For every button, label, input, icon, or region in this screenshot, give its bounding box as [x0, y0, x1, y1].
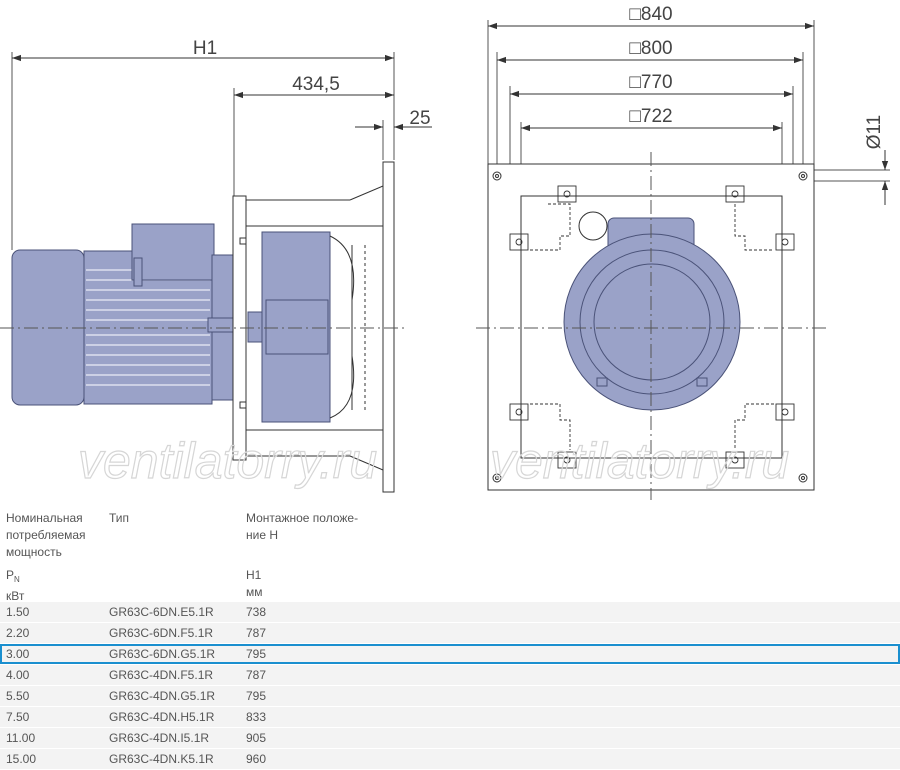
dim-label-25: 25 — [409, 108, 430, 129]
table-row-selected[interactable]: 3.00 GR63C-6DN.G5.1R 795 — [0, 644, 900, 664]
table-row[interactable]: 1.50 GR63C-6DN.E5.1R 738 — [0, 602, 900, 622]
side-view — [0, 52, 432, 493]
terminal-box — [131, 223, 215, 281]
header-h1: H1 — [246, 568, 262, 582]
watermark-right: ventilatorry.ru — [490, 433, 789, 489]
table-row[interactable]: 2.20 GR63C-6DN.F5.1R 787 — [0, 623, 900, 643]
dim-label-770: □770 — [629, 72, 672, 93]
table-row[interactable]: 7.50 GR63C-4DN.H5.1R 833 — [0, 707, 900, 727]
table-row[interactable]: 5.50 GR63C-4DN.G5.1R 795 — [0, 686, 900, 706]
table-row[interactable]: 11.00 GR63C-4DN.I5.1R 905 — [0, 728, 900, 748]
dim-label-h1: H1 — [193, 38, 217, 59]
header-type: Тип — [109, 511, 130, 525]
dim-label-800: □800 — [629, 38, 672, 59]
dim-label-840: □840 — [629, 4, 672, 25]
technical-drawing: H1 434,5 25 — [0, 4, 890, 500]
dim-label-hole: Ø11 — [864, 115, 885, 150]
front-flange — [382, 161, 395, 493]
watermark-left: ventilatorry.ru — [78, 433, 377, 489]
dim-label-722: □722 — [629, 106, 672, 127]
front-view — [476, 20, 890, 500]
table-row[interactable]: 15.00 GR63C-4DN.K5.1R 960 — [0, 749, 900, 769]
table-row[interactable]: 4.00 GR63C-4DN.F5.1R 787 — [0, 665, 900, 685]
header-power: Номинальная потребляемая мощность PN кВт — [6, 511, 86, 603]
header-mount: Монтажное положе- ние H H1 мм — [246, 511, 359, 599]
header-h1-unit: мм — [246, 585, 263, 599]
dim-label-434: 434,5 — [292, 74, 340, 95]
